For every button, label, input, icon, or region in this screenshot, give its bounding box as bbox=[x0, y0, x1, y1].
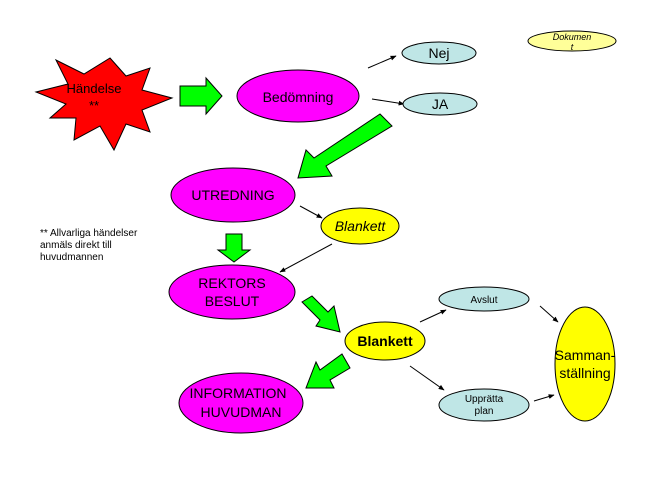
bedomning-label: Bedömning bbox=[263, 89, 334, 105]
information-label-1: INFORMATION bbox=[190, 385, 287, 401]
arrow-to-uppratta bbox=[409, 365, 445, 391]
handelse-label-2: ** bbox=[89, 98, 99, 113]
handelse-label-1: Händelse bbox=[67, 81, 122, 96]
blankett1-label: Blankett bbox=[335, 218, 387, 234]
uppratta-label-1: Upprätta bbox=[465, 394, 504, 405]
green-arrow-to-blankett bbox=[301, 295, 341, 333]
footnote: ** Allvarliga händelser anmäls direkt ti… bbox=[40, 228, 170, 264]
green-arrow-to-information bbox=[305, 353, 351, 389]
arrow-uppratta-to-samman bbox=[533, 394, 555, 402]
green-arrow-right bbox=[179, 76, 223, 116]
green-arrow-down bbox=[216, 233, 252, 263]
nej-node bbox=[401, 41, 477, 65]
rektors-label-2: BESLUT bbox=[205, 293, 260, 309]
dokument-label-1: Dokumen bbox=[553, 32, 592, 42]
blankett1-node bbox=[320, 207, 400, 245]
avslut-node bbox=[438, 286, 530, 312]
blankett2-label: Blankett bbox=[357, 333, 413, 349]
handelse-burst: Händelse ** bbox=[34, 57, 174, 152]
ja-label: JA bbox=[432, 96, 449, 112]
thin-arrows bbox=[279, 55, 559, 402]
sammanstallning-node bbox=[554, 306, 616, 422]
bedomning-node bbox=[236, 69, 360, 123]
information-node bbox=[178, 372, 304, 434]
uppratta-node bbox=[438, 388, 530, 422]
ja-node bbox=[402, 92, 478, 116]
dokument-label-2: t bbox=[571, 42, 574, 52]
footnote-line-3: huvudmannen bbox=[40, 252, 104, 263]
sammanstallning-label-1: Samman- bbox=[555, 347, 616, 363]
arrow-to-nej bbox=[367, 55, 397, 69]
uppratta-label-2: plan bbox=[475, 406, 494, 417]
arrow-avslut-to-samman bbox=[539, 305, 559, 323]
arrow-to-blankett1 bbox=[299, 205, 323, 219]
blankett2-node bbox=[344, 321, 426, 361]
arrow-to-avslut bbox=[419, 309, 447, 323]
arrow-to-ja bbox=[371, 98, 405, 106]
nej-label: Nej bbox=[428, 45, 449, 61]
information-label-2: HUVUDMAN bbox=[201, 404, 282, 420]
rektors-label-1: REKTORS bbox=[198, 275, 265, 291]
dokument-node bbox=[527, 30, 617, 52]
sammanstallning-label-2: ställning bbox=[559, 365, 610, 381]
green-arrow-diagonal bbox=[297, 113, 393, 179]
rektors-node bbox=[168, 264, 296, 320]
utredning-label: UTREDNING bbox=[191, 187, 274, 203]
handelse-shape bbox=[34, 57, 174, 152]
footnote-line-2: anmäls direkt till bbox=[40, 240, 112, 251]
utredning-node bbox=[170, 167, 296, 223]
footnote-line-1: ** Allvarliga händelser bbox=[40, 228, 138, 239]
avslut-label: Avslut bbox=[470, 295, 497, 306]
green-block-arrows bbox=[179, 76, 393, 389]
arrow-blankett1-to-rektors bbox=[279, 243, 333, 273]
